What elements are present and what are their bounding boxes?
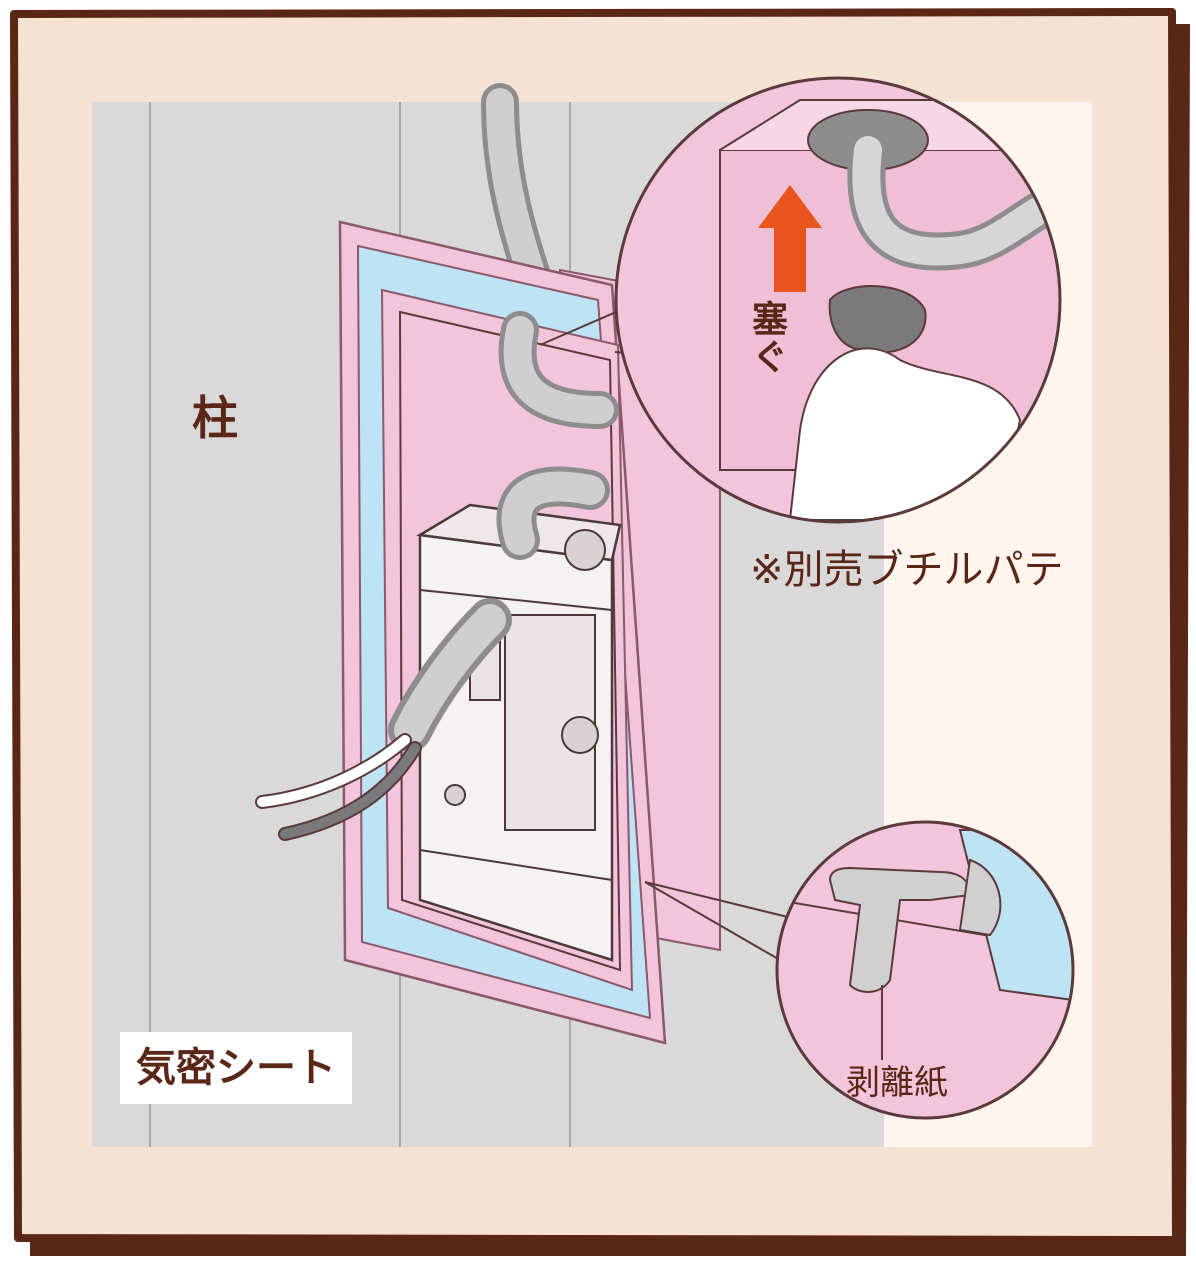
magnified-view-top <box>614 76 1062 524</box>
magnified-view-bottom <box>775 820 1075 1120</box>
pillar-label: 柱 <box>192 391 238 445</box>
arrow-up-icon <box>758 185 822 292</box>
airtight-sheet-label-box: 気密シート <box>120 1032 352 1104</box>
butyl-putty-label: ※別売ブチルパテ <box>750 547 1064 593</box>
release-paper-label: 剥離紙 <box>846 1063 948 1103</box>
airtight-sheet-label: 気密シート <box>136 1045 336 1091</box>
plug-label: 塞ぐ <box>746 300 787 376</box>
switch-box <box>416 503 622 962</box>
